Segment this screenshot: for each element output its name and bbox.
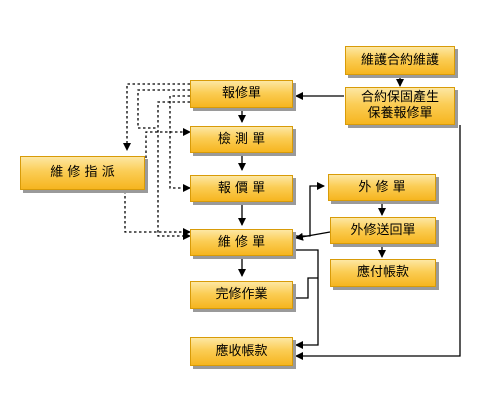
quotation-box: 報 價 單 bbox=[190, 175, 293, 202]
repair-request-to-quotation-dotted bbox=[169, 95, 191, 192]
inspection-box: 檢 測 單 bbox=[190, 126, 293, 153]
maintenance-to-outsource-arrow bbox=[295, 182, 325, 237]
payable-label: 應付帳款 bbox=[356, 265, 409, 280]
dispatch-to-inspection-dotted bbox=[145, 128, 191, 158]
warranty-to-receivable-arrow bbox=[295, 125, 461, 360]
completion-to-receivable-arrow bbox=[295, 277, 318, 299]
receivable-box: 應收帳款 bbox=[190, 337, 293, 366]
maintenance-contract-label: 維護合約維護 bbox=[360, 52, 439, 68]
completion-label: 完修作業 bbox=[215, 287, 268, 302]
maintenance-label: 維 修 單 bbox=[217, 234, 266, 250]
quotation-label: 報 價 單 bbox=[217, 180, 266, 196]
dispatch-to-maintenance-dotted bbox=[124, 191, 191, 236]
repair-request-box: 報修單 bbox=[190, 80, 293, 108]
repair-request-to-inspection-dotted bbox=[137, 89, 190, 129]
contract-warranty-repair-label: 合約保固產生 保養報修單 bbox=[360, 90, 439, 121]
repair-request-to-maintenance-dotted bbox=[157, 101, 191, 240]
maintenance-contract-box: 維護合約維護 bbox=[345, 46, 455, 75]
dispatch-box: 維 修 指 派 bbox=[20, 156, 145, 190]
contract-warranty-repair-box: 合約保固產生 保養報修單 bbox=[345, 87, 455, 125]
outsource-repair-label: 外 修 單 bbox=[358, 179, 406, 195]
inspection-label: 檢 測 單 bbox=[217, 131, 266, 147]
return-to-maintenance-arrow bbox=[295, 231, 331, 241]
outsource-return-label: 外修送回單 bbox=[350, 222, 416, 238]
outsource-return-box: 外修送回單 bbox=[330, 217, 436, 244]
receivable-label: 應收帳款 bbox=[215, 343, 268, 359]
payable-box: 應付帳款 bbox=[330, 259, 436, 287]
outsource-repair-box: 外 修 單 bbox=[328, 174, 436, 201]
repair-request-label: 報修單 bbox=[221, 86, 261, 101]
maintenance-to-receivable-arrow bbox=[295, 249, 319, 349]
completion-box: 完修作業 bbox=[190, 281, 293, 309]
maintenance-box: 維 修 單 bbox=[190, 229, 293, 256]
repair-request-to-dispatch-dotted bbox=[123, 83, 190, 151]
dispatch-label: 維 修 指 派 bbox=[50, 165, 115, 180]
